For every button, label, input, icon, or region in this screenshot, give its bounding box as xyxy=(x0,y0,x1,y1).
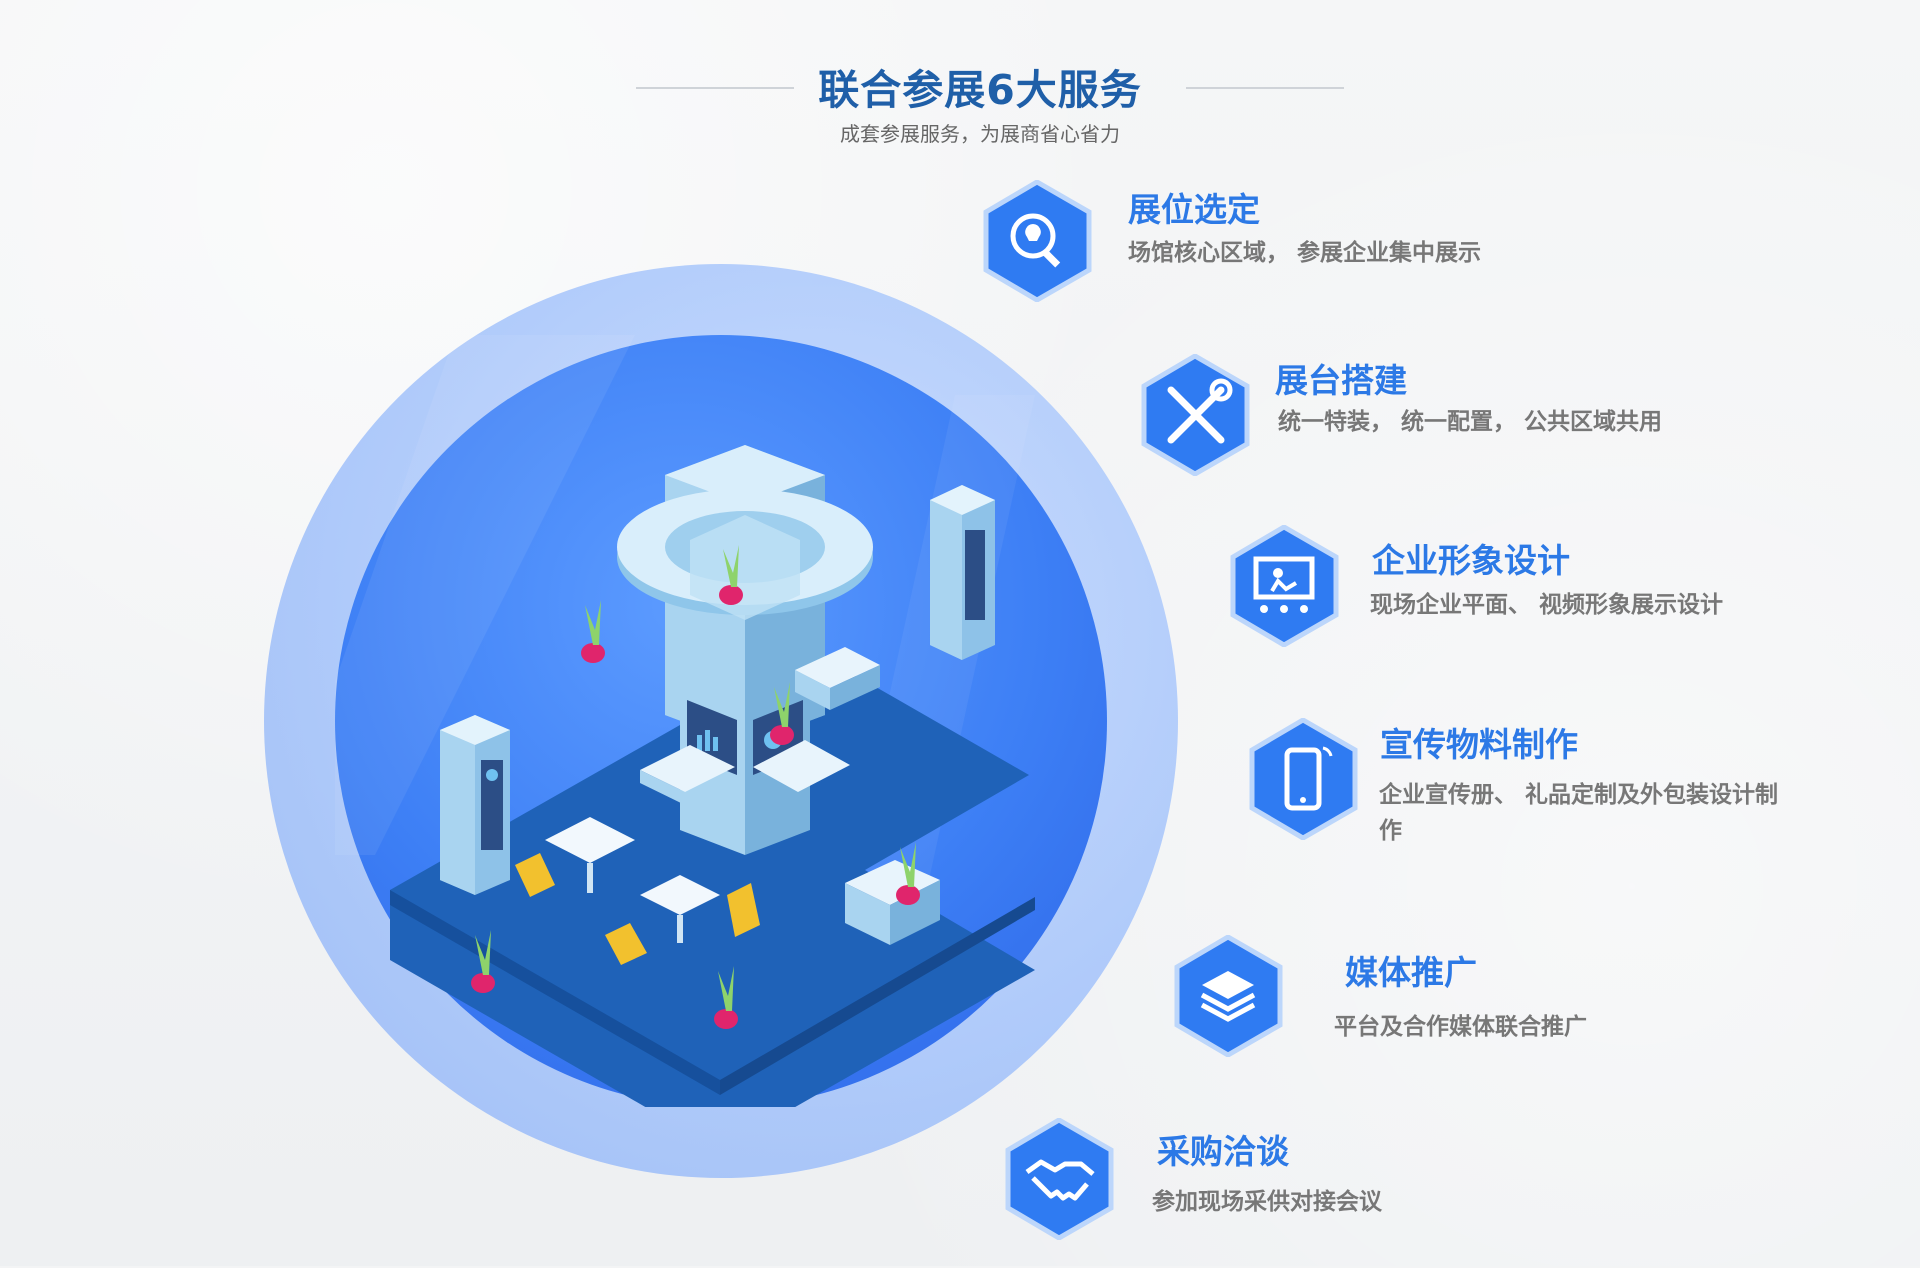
mobile-phone-icon xyxy=(1247,718,1360,840)
service-description: 统一特装， 统一配置， 公共区域共用 xyxy=(1278,409,1663,435)
tools-icon xyxy=(1139,354,1252,476)
handshake-icon xyxy=(1003,1118,1116,1240)
isometric-booth-illustration xyxy=(335,335,1035,1107)
service-title: 媒体推广 xyxy=(1345,953,1477,992)
service-title: 企业形象设计 xyxy=(1372,541,1570,580)
page-subtitle: 成套参展服务，为展商省心省力 xyxy=(840,122,1120,146)
service-booth-selection: 展位选定 场馆核心区域， 参展企业集中展示 xyxy=(981,180,1501,330)
service-promo-materials: 宣传物料制作 企业宣传册、 礼品定制及外包装设计制作 xyxy=(1247,718,1778,868)
service-description: 平台及合作媒体联合推广 xyxy=(1334,1014,1587,1040)
presentation-icon xyxy=(1228,525,1341,647)
service-title: 宣传物料制作 xyxy=(1380,725,1578,764)
page-title: 联合参展6大服务 xyxy=(818,66,1142,114)
service-description: 现场企业平面、 视频形象展示设计 xyxy=(1370,592,1724,618)
service-procurement-negotiation: 采购洽谈 参加现场采供对接会议 xyxy=(1003,1118,1523,1268)
service-description: 企业宣传册、 礼品定制及外包装设计制作 xyxy=(1379,782,1779,844)
service-description: 参加现场采供对接会议 xyxy=(1152,1189,1382,1215)
bulb-search-icon xyxy=(981,180,1094,302)
service-media-promotion: 媒体推广 平台及合作媒体联合推广 xyxy=(1172,935,1692,1085)
title-divider-left xyxy=(636,87,794,89)
service-description: 场馆核心区域， 参展企业集中展示 xyxy=(1128,240,1482,266)
service-booth-construction: 展台搭建 统一特装， 统一配置， 公共区域共用 xyxy=(1139,354,1662,504)
layers-icon xyxy=(1172,935,1285,1057)
title-divider-right xyxy=(1186,87,1344,89)
service-corporate-image: 企业形象设计 现场企业平面、 视频形象展示设计 xyxy=(1228,525,1748,675)
service-title: 采购洽谈 xyxy=(1157,1132,1289,1171)
service-title: 展位选定 xyxy=(1128,190,1260,229)
service-title: 展台搭建 xyxy=(1275,361,1407,400)
